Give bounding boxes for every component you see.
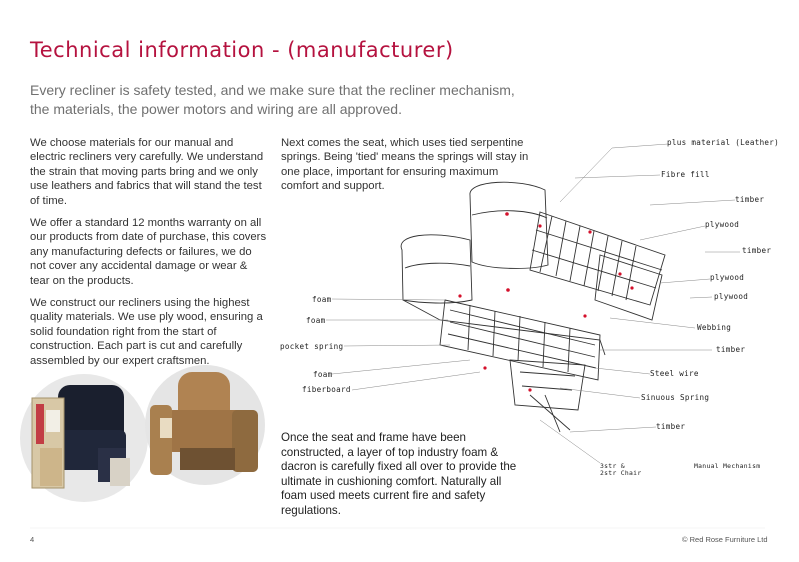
warranty-paragraph: We offer a standard 12 months warranty o… [30,217,267,287]
leader-lines [326,143,740,464]
materials-paragraph: We choose materials for our manual and e… [30,137,264,207]
label-fibre-fill: Fibre fill [661,170,710,179]
recliner-photo-cutaway [20,374,148,502]
foam-paragraph: Once the seat and frame have been constr… [281,431,517,517]
intro-text: Every recliner is safety tested, and we … [30,82,515,117]
seat-paragraph: Next comes the seat, which uses tied ser… [281,137,529,193]
construction-paragraph: We construct our recliners using the hig… [30,297,263,367]
label-steel-wire: Steel wire [650,369,699,378]
label-webbing: Webbing [697,323,732,332]
label-plywood-3: plywood [714,292,749,301]
label-foam-1: foam [312,295,332,304]
label-foam-2: foam [306,316,326,325]
diagram-markers [458,212,634,392]
page-number: 4 [30,535,35,544]
copyright-text: © Red Rose Furniture Ltd [682,535,768,544]
label-sinuous-spring: Sinuous Spring [641,393,710,402]
label-plywood-2: plywood [710,273,745,282]
left-column: We choose materials for our manual and e… [30,136,268,376]
label-timber-3: timber [716,345,746,354]
label-timber-1: timber [735,195,765,204]
seat-column: Next comes the seat, which uses tied ser… [281,136,531,194]
label-timber-2: timber [742,246,772,255]
label-plus-material: plus material (Leather) [667,138,780,147]
label-foam-3: foam [313,370,333,379]
foam-column: Once the seat and frame have been constr… [281,431,521,519]
page-title: Technical information - (manufacturer) [30,38,454,62]
label-timber-4: timber [656,422,686,431]
sofa-diagram [400,181,666,433]
label-manual-mechanism: Manual Mechanism [694,462,761,470]
label-fiberboard: fiberboard [302,385,351,394]
label-pocket-spring: pocket spring [280,342,344,351]
label-seat-chair: 3str & 2str Chair [600,462,642,477]
recliner-photo-tan [145,365,265,485]
label-plywood-1: plywood [705,220,740,229]
